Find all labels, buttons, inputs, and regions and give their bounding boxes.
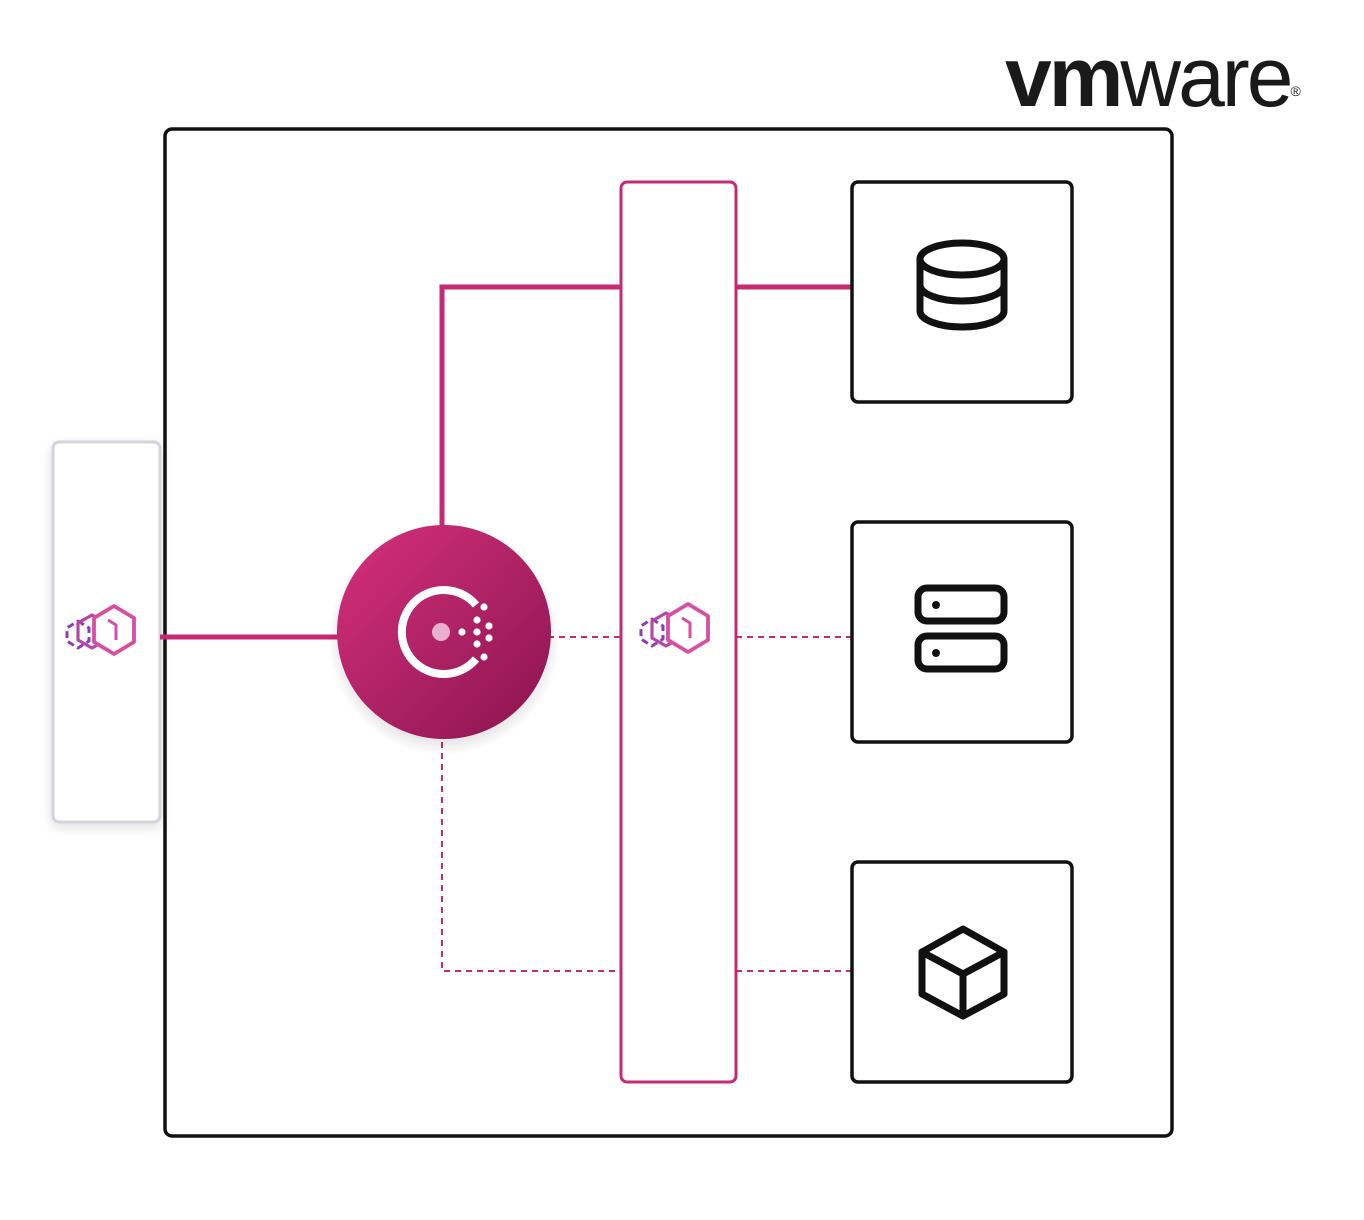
database-service-box[interactable] bbox=[850, 180, 1074, 404]
consul-logo-icon bbox=[397, 586, 493, 678]
logo-registered-mark: ® bbox=[1290, 83, 1301, 99]
logo-text-light: ware bbox=[1120, 30, 1293, 124]
consul-node[interactable] bbox=[328, 523, 560, 755]
database-icon bbox=[916, 239, 1008, 331]
edge-consul-to-sidecar-top bbox=[439, 284, 622, 527]
server-service-box[interactable] bbox=[850, 520, 1074, 744]
vmware-logo: vmware® bbox=[1005, 34, 1350, 120]
logo-text-bold: vm bbox=[1005, 30, 1123, 124]
cube-icon bbox=[918, 925, 1008, 1020]
connection-lines bbox=[160, 284, 854, 972]
server-icon bbox=[914, 584, 1008, 673]
